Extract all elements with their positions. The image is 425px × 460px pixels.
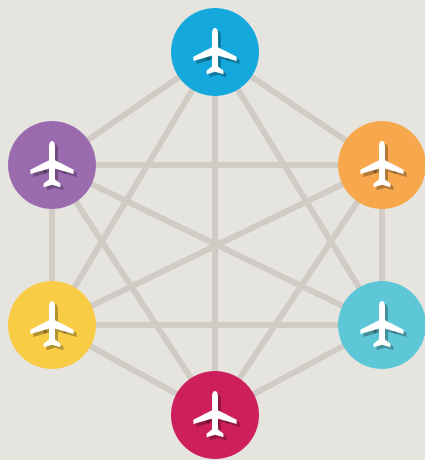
edge-upper-left-to-bottom [49,162,218,418]
connection-lines [49,49,385,418]
node-upper-left [8,121,96,209]
node-bottom [171,371,259,459]
edge-top-to-lower-left [49,49,218,328]
node-upper-right [338,121,425,209]
edge-upper-right-to-bottom [212,162,385,418]
edge-top-to-lower-right [212,49,385,328]
node-lower-left [8,281,96,369]
airplane-nodes [8,8,425,459]
node-lower-right [338,281,425,369]
node-top [171,8,259,96]
edge-upper-right-to-lower-left [49,162,385,328]
